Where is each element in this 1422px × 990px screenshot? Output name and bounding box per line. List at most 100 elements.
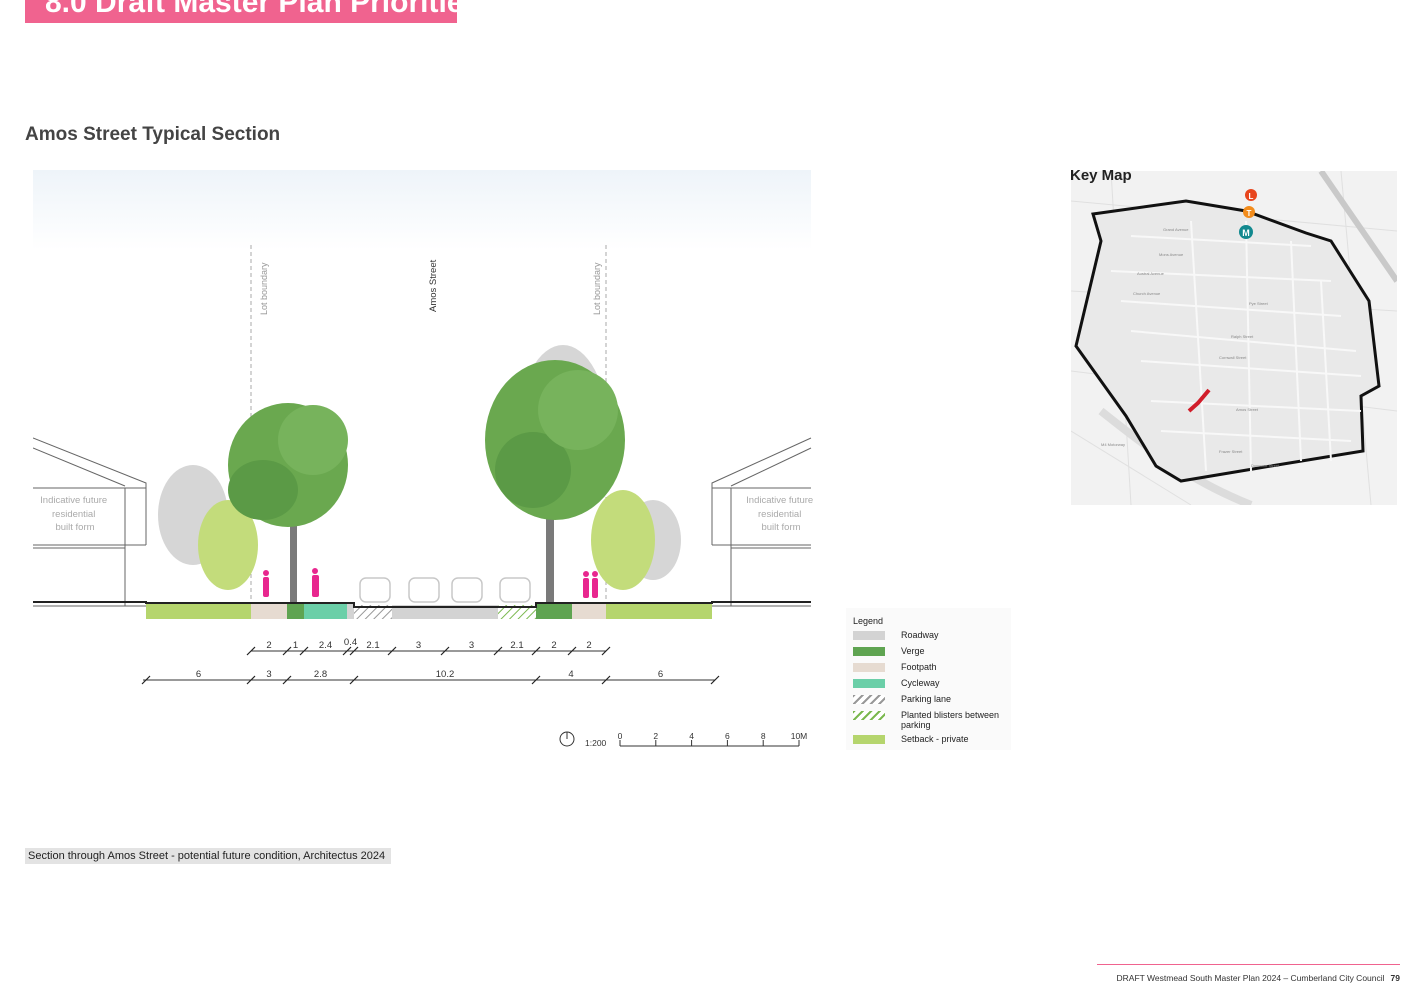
dimension-lines bbox=[143, 650, 715, 681]
dimension-label: 2.4 bbox=[319, 640, 332, 651]
map-street-labels: Grand Avenue Mons Avenue Austral Avenue … bbox=[1101, 227, 1280, 468]
light-rail-icon: L bbox=[1249, 192, 1254, 201]
street-name-label: Amos Street bbox=[428, 259, 439, 312]
street-cross-section: Lot boundary Lot boundary Amos Street In… bbox=[33, 170, 813, 748]
amos-street-location-marker bbox=[1187, 388, 1211, 413]
dimension-label: 2.1 bbox=[510, 640, 523, 651]
footer-rule bbox=[1097, 964, 1400, 965]
legend-label: Parking lane bbox=[901, 694, 952, 704]
page-footer: DRAFT Westmead South Master Plan 2024 – … bbox=[1117, 973, 1401, 983]
legend-item-verge: Verge bbox=[853, 646, 1013, 658]
metro-icon: M bbox=[1242, 228, 1250, 238]
built-form-label-left: Indicative future residential built form bbox=[40, 495, 110, 533]
legend-swatch bbox=[853, 735, 885, 744]
dimension-tick bbox=[601, 646, 611, 656]
dimension-label: 2.1 bbox=[366, 640, 379, 651]
dimension-label: 4 bbox=[568, 669, 573, 680]
key-map: L T M Grand Avenue Mons Avenue Austral A… bbox=[1071, 171, 1397, 505]
dimension-label: 3 bbox=[469, 640, 474, 651]
svg-text:Dunmore Street: Dunmore Street bbox=[1251, 463, 1280, 468]
lot-boundary-label-right: Lot boundary bbox=[592, 262, 602, 315]
legend-panel: Legend Roadway Verge Footpath Cycleway P… bbox=[846, 608, 1011, 750]
legend-swatch bbox=[853, 679, 885, 688]
dimension-tick bbox=[246, 675, 256, 685]
chapter-header-banner: 8.0 Draft Master Plan Priorities bbox=[25, 0, 480, 23]
key-map-title: Key Map bbox=[1070, 167, 1132, 184]
dimension-tick bbox=[299, 646, 309, 656]
legend-label: Roadway bbox=[901, 630, 939, 640]
dimension-tick bbox=[282, 675, 292, 685]
legend-item-footpath: Footpath bbox=[853, 662, 1013, 674]
dimension-tick bbox=[349, 675, 359, 685]
legend-item-cycleway: Cycleway bbox=[853, 678, 1013, 690]
svg-text:Amos Street: Amos Street bbox=[1236, 407, 1259, 412]
svg-text:Church Avenue: Church Avenue bbox=[1133, 291, 1161, 296]
svg-text:Cornwall Street: Cornwall Street bbox=[1219, 355, 1247, 360]
legend-item-planted-blisters: Planted blisters between parking bbox=[853, 710, 1013, 732]
station-markers: L T M bbox=[1239, 189, 1257, 239]
street-tree-right bbox=[485, 360, 625, 605]
lot-boundary-label-left: Lot boundary bbox=[259, 262, 269, 315]
scale-tick-label: 4 bbox=[689, 731, 694, 741]
dimension-label: 3 bbox=[266, 669, 271, 680]
legend-title: Legend bbox=[853, 616, 884, 626]
train-icon: T bbox=[1247, 209, 1252, 218]
dimension-tick bbox=[531, 646, 541, 656]
legend-swatch bbox=[853, 647, 885, 656]
legend-item-parking-lane: Parking lane bbox=[853, 694, 1013, 706]
pedestrians bbox=[263, 568, 598, 598]
legend-label: Setback - private bbox=[901, 734, 969, 744]
sky-gradient bbox=[33, 170, 811, 250]
dimension-label: 6 bbox=[658, 669, 663, 680]
dimension-label: 2 bbox=[586, 640, 591, 651]
legend-swatch bbox=[853, 695, 885, 704]
svg-text:Frazer Street: Frazer Street bbox=[1219, 449, 1243, 454]
built-form-label-right: Indicative future residential built form bbox=[746, 495, 813, 533]
svg-text:M4 Motorway: M4 Motorway bbox=[1101, 442, 1125, 447]
dimension-tick bbox=[349, 646, 359, 656]
dimension-label: 3 bbox=[416, 640, 421, 651]
section-title: Amos Street Typical Section bbox=[25, 124, 281, 145]
precinct-streets bbox=[1110, 220, 1362, 472]
dimension-label: 2.8 bbox=[314, 669, 327, 680]
dimension-tick bbox=[531, 675, 541, 685]
precinct-boundary bbox=[1074, 199, 1381, 483]
footer-text: DRAFT Westmead South Master Plan 2024 – … bbox=[1116, 973, 1385, 983]
scale-tick-label: 2 bbox=[653, 731, 658, 741]
dimension-tick bbox=[282, 646, 292, 656]
figure-caption: Section through Amos Street - potential … bbox=[25, 848, 392, 864]
dimension-tick bbox=[493, 646, 503, 656]
dimension-label: 6 bbox=[196, 669, 201, 680]
ground-profile bbox=[33, 601, 811, 619]
legend-label: Footpath bbox=[901, 662, 937, 672]
dimension-label: 0.4 bbox=[344, 637, 357, 648]
chapter-title: 8.0 Draft Master Plan Priorities bbox=[45, 0, 481, 19]
page-number: 79 bbox=[1390, 973, 1400, 983]
legend-swatch bbox=[853, 663, 885, 672]
legend-swatch bbox=[853, 711, 885, 720]
svg-text:Mons Avenue: Mons Avenue bbox=[1159, 252, 1184, 257]
legend-label: Planted blisters between parking bbox=[901, 710, 1000, 730]
dimension-label: 2 bbox=[266, 640, 271, 651]
street-tree-left bbox=[228, 403, 348, 605]
dimension-tick bbox=[141, 675, 151, 685]
legend-item-setback: Setback - private bbox=[853, 734, 1013, 746]
railway-line bbox=[1318, 171, 1397, 283]
dimension-tick bbox=[387, 646, 397, 656]
svg-text:Austral Avenue: Austral Avenue bbox=[1137, 271, 1165, 276]
dimension-tick bbox=[567, 646, 577, 656]
scale-tick-label: 10M bbox=[791, 731, 808, 741]
dimension-tick bbox=[710, 675, 720, 685]
dimension-tick bbox=[440, 646, 450, 656]
svg-text:Grand Avenue: Grand Avenue bbox=[1163, 227, 1189, 232]
house-right bbox=[711, 437, 812, 606]
dimension-tick bbox=[601, 675, 611, 685]
legend-swatch bbox=[853, 631, 885, 640]
dimension-label: 1 bbox=[293, 640, 298, 651]
svg-text:Ralph Street: Ralph Street bbox=[1231, 334, 1254, 339]
scale-tick-label: 8 bbox=[761, 731, 766, 741]
legend-label: Verge bbox=[901, 646, 925, 656]
